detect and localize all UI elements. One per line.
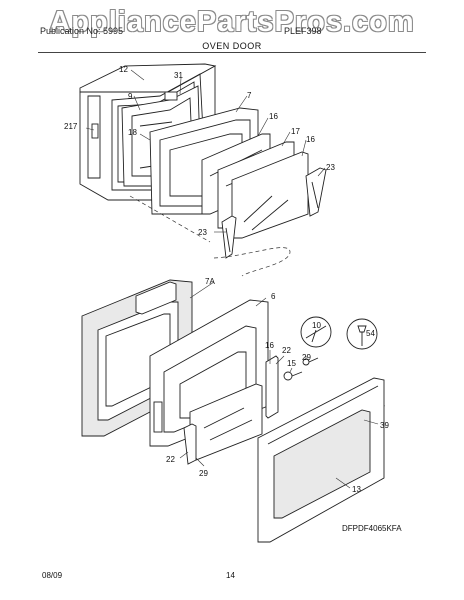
- callout-29-lower: 29: [199, 469, 208, 478]
- callout-17: 17: [291, 127, 300, 136]
- model-number: PLEF398: [284, 26, 322, 36]
- callout-6: 6: [271, 292, 276, 301]
- callout-23-right: 23: [326, 163, 335, 172]
- callout-15: 15: [287, 359, 296, 368]
- callout-22-upper: 22: [282, 346, 291, 355]
- part-outer-door-13: [257, 377, 385, 543]
- part-hinge-lower: [183, 423, 197, 465]
- part-screw-54-callout: [346, 318, 378, 350]
- section-title: OVEN DOOR: [202, 41, 262, 51]
- callout-23-left: 23: [198, 228, 207, 237]
- leader-lines: [85, 69, 379, 489]
- publication-number: Publication No: 5995: [40, 26, 124, 36]
- callout-7: 7: [247, 91, 252, 100]
- callout-10: 10: [312, 321, 321, 330]
- part-hinge-right: [305, 167, 327, 217]
- callout-7a: 7A: [205, 277, 215, 286]
- callout-31: 31: [174, 71, 183, 80]
- part-screw-15: [283, 371, 303, 381]
- callout-39: 39: [380, 421, 389, 430]
- part-glass-16-lower: [189, 383, 263, 461]
- callout-16-inner: 16: [306, 135, 315, 144]
- header-rule: [38, 52, 426, 53]
- callout-18: 18: [128, 128, 137, 137]
- footer-page-number: 14: [226, 571, 235, 580]
- watermark: AppliancePartsPros.com: [49, 6, 415, 38]
- footer-date: 08/09: [42, 571, 63, 580]
- callout-labels: 12 31 9 7 217 18 16 17 16 23 23 7A 6 10 …: [64, 65, 389, 494]
- callout-22-lower: 22: [166, 455, 175, 464]
- callout-13: 13: [352, 485, 361, 494]
- callout-217: 217: [64, 122, 78, 131]
- part-bracket-22: [265, 355, 279, 419]
- alignment-line: [213, 247, 291, 277]
- part-hinge-left: [221, 215, 237, 259]
- callout-54: 54: [366, 329, 375, 338]
- alignment-line-2: [129, 195, 211, 243]
- callout-16-upper: 16: [269, 112, 278, 121]
- diagram-code: DFPDF4065KFA: [342, 524, 402, 533]
- part-screw-10-callout: [300, 316, 332, 348]
- callout-9: 9: [128, 92, 133, 101]
- callout-29-upper: 29: [302, 353, 311, 362]
- callout-16-lower: 16: [265, 341, 274, 350]
- callout-12: 12: [119, 65, 128, 74]
